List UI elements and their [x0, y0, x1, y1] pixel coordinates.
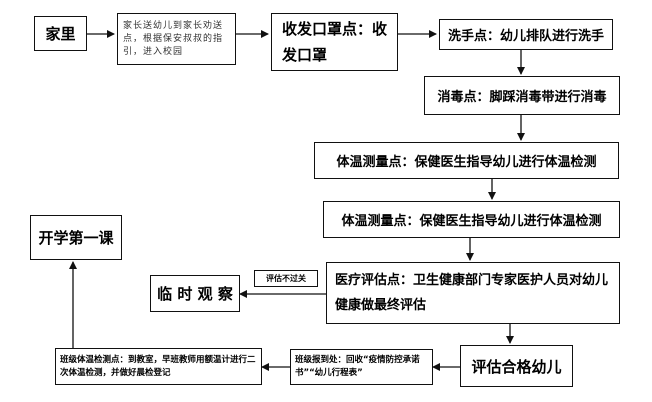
parent-note-box: 家长送幼儿到家长劝送点，根据保安叔叔的指引，进入校园 — [117, 13, 236, 65]
disinfect-box: 消毒点：脚踩消毒带进行消毒 — [424, 76, 620, 115]
fail-label-box: 评估不过关 — [254, 270, 318, 287]
medical-eval-box: 医疗评估点：卫生健康部门专家医护人员对幼儿健康做最终评估 — [326, 262, 620, 324]
temp-check-1-box: 体温测量点：保健医生指导幼儿进行体温检测 — [314, 142, 619, 179]
mask-point-text: 收发口罩点：收发口罩 — [282, 20, 388, 64]
class-report-box: 班级报到处：回收“疫情防控承诺书”“幼儿行程表” — [290, 349, 433, 385]
class-temp-text: 班级体温检测点：到教室，早班教师用额温计进行二次体温检测，并做好晨检登记 — [60, 354, 256, 378]
handwash-text: 洗手点：幼儿排队进行洗手 — [447, 29, 604, 44]
temp-check-2-text: 体温测量点：保健医生指导幼儿进行体温检测 — [341, 214, 602, 229]
temp-check-2-box: 体温测量点：保健医生指导幼儿进行体温检测 — [323, 201, 620, 238]
temp-check-1-text: 体温测量点：保健医生指导幼儿进行体温检测 — [336, 155, 597, 170]
home-box: 家里 — [34, 16, 87, 51]
medical-eval-text: 医疗评估点：卫生健康部门专家医护人员对幼儿健康做最终评估 — [335, 273, 609, 313]
handwash-box: 洗手点：幼儿排队进行洗手 — [439, 19, 613, 50]
home-label: 家里 — [45, 25, 76, 43]
class-temp-box: 班级体温检测点：到教室，早班教师用额温计进行二次体温检测，并做好晨检登记 — [55, 348, 262, 385]
parent-note-text: 家长送幼儿到家长劝送点，根据保安叔叔的指引，进入校园 — [123, 20, 224, 57]
eval-pass-text: 评估合格幼儿 — [471, 357, 562, 376]
first-class-box: 开学第一课 — [30, 215, 122, 260]
mask-point-box: 收发口罩点：收发口罩 — [271, 13, 398, 71]
first-class-text: 开学第一课 — [38, 229, 114, 247]
fail-label-text: 评估不过关 — [266, 274, 306, 283]
observe-text: 临 时 观 察 — [157, 285, 233, 303]
class-report-text: 班级报到处：回收“疫情防控承诺书”“幼儿行程表” — [295, 355, 420, 378]
eval-pass-box: 评估合格幼儿 — [460, 345, 573, 387]
observe-box: 临 时 观 察 — [150, 275, 240, 312]
disinfect-text: 消毒点：脚踩消毒带进行消毒 — [437, 90, 607, 105]
